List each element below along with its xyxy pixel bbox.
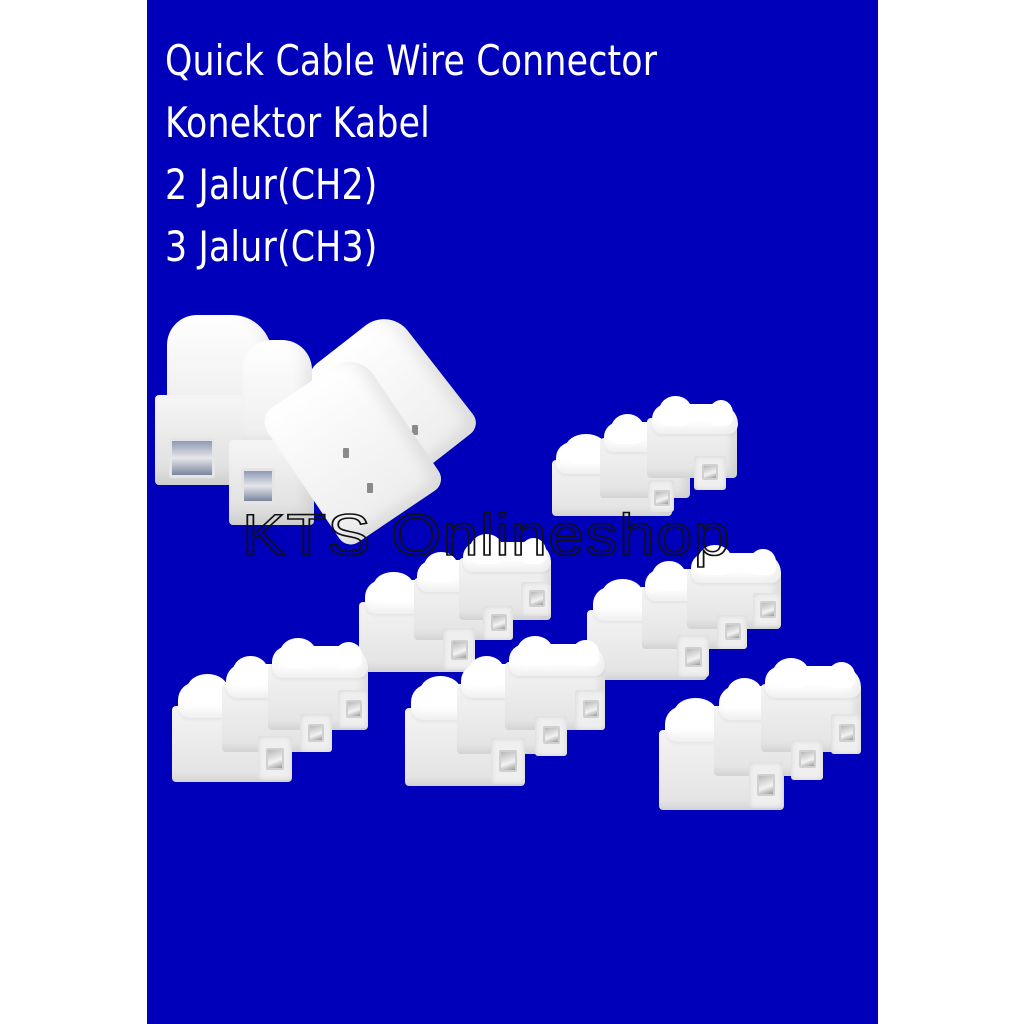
shop-watermark: KTS Onlineshop: [241, 502, 731, 569]
ch3-connector-group: [359, 534, 559, 672]
ch3-connector-group: [405, 636, 615, 788]
ch3-connector-group: [552, 396, 742, 520]
product-image-panel: Quick Cable Wire Connector Konektor Kabe…: [147, 0, 878, 1024]
ch2-connector-cluster: [147, 300, 497, 550]
title-line-product-name: Quick Cable Wire Connector: [165, 36, 658, 85]
title-line-ch2: 2 Jalur(CH2): [165, 160, 378, 209]
ch3-connector-group: [587, 545, 787, 685]
ch3-connector-group: [172, 638, 372, 782]
title-line-ch3: 3 Jalur(CH3): [165, 222, 378, 271]
ch3-connector-group: [659, 658, 869, 810]
product-title-block: Quick Cable Wire Connector Konektor Kabe…: [165, 30, 700, 278]
title-line-local-name: Konektor Kabel: [165, 98, 431, 147]
